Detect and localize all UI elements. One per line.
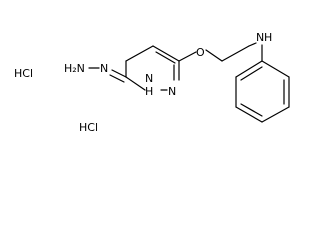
salt-label-hcl-1: HCl [14,67,33,80]
ether-chain [178,42,257,62]
phenyl-bond-4-inner [240,103,263,117]
atom-label-ring-n-upper: N [145,72,153,85]
atom-label-hydrazine-n: N [100,62,108,75]
ring-bond-c3-c4 [125,45,154,62]
hydrazone-bond [88,67,127,83]
phenyl-bond-1 [261,60,290,78]
atom-label-ether-o: O [196,46,205,59]
bond-c6-o [178,51,197,62]
structure-canvas: H₂N N N H N O N H HCl HCl [14,31,290,134]
atom-label-amine-n: N [256,31,264,44]
bond-ch2-nh [248,42,257,47]
salt-label-hcl-2: HCl [79,121,98,134]
phenyl-bond-6-inner [240,66,263,81]
atom-label-ring-h: H [145,85,153,98]
bond-o-ch2 [205,49,223,62]
phenyl-bond-4 [235,106,263,123]
atom-label-nh2: H₂N [64,62,85,75]
bond-ch2-ch2 [221,45,250,62]
ring-bond-c4-c5-inner [155,51,176,64]
phenyl-ring [235,44,290,123]
atom-label-amine-h: H [264,31,272,44]
phenyl-bond-3 [261,106,290,123]
phenyl-bond-6 [235,60,263,78]
ring-bond-nh-c [125,76,146,91]
exocyclic-double-bond-b [109,74,125,83]
exocyclic-double-bond-a [111,69,127,78]
chemical-structure: H₂N N N H N O N H HCl HCl [14,31,290,134]
atom-label-ring-n-lower: N [168,85,176,98]
pyridazine-ring [125,45,180,91]
ring-bond-c4-c5 [152,45,180,62]
